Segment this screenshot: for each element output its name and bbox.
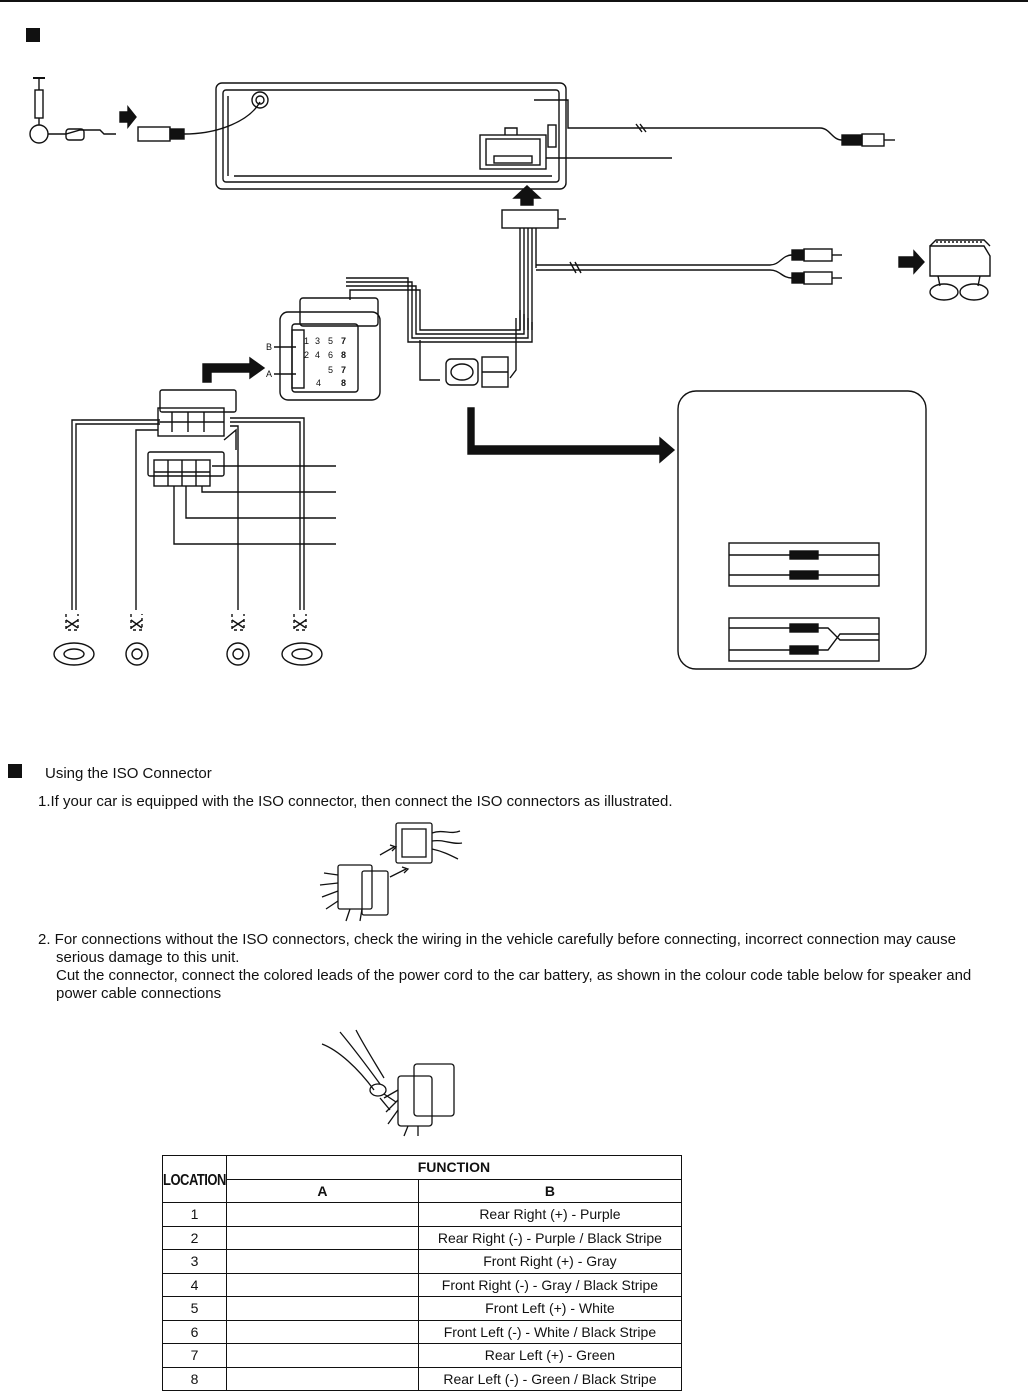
table-row: 3 Front Right (+) - Gray [162, 1249, 682, 1274]
location-cell: 6 [162, 1319, 227, 1344]
section-marker-square [8, 764, 22, 778]
antenna-icon [29, 77, 116, 144]
step-1-text: 1.If your car is equipped with the ISO c… [38, 793, 673, 810]
note-box [677, 390, 927, 670]
function-a-cell [225, 1225, 419, 1250]
harness-connector [501, 185, 566, 330]
iso-pin-1: 1 [304, 336, 309, 346]
table-row: 6 Front Left (-) - White / Black Stripe [162, 1319, 682, 1344]
table-row: 7 Rear Left (+) - Green [162, 1343, 682, 1368]
step-2-line-4: power cable connections [56, 985, 222, 1002]
speaker-icon [281, 614, 323, 666]
iso-pin-a5: 5 [328, 365, 333, 375]
speaker-icon [226, 614, 250, 666]
step-2-text: 2. For connections without the ISO conne… [38, 931, 1023, 1003]
step-2-line-1: 2. For connections without the ISO conne… [38, 931, 956, 948]
iso-pin-3: 3 [315, 336, 320, 346]
function-a-cell [225, 1296, 419, 1321]
iso-pin-6: 6 [328, 350, 333, 360]
function-header: FUNCTION [225, 1155, 682, 1180]
speaker-icon [125, 614, 149, 666]
function-b-cell: Front Left (+) - White [417, 1296, 682, 1321]
section-marker-square [26, 28, 40, 42]
iso-connect-illustration [319, 822, 463, 922]
top-rule [0, 0, 1028, 2]
location-cell: 3 [162, 1249, 227, 1274]
function-b-cell: Rear Left (-) - Green / Black Stripe [417, 1366, 682, 1391]
location-header: LOCATION [162, 1150, 227, 1208]
iso-pin-a4: 4 [316, 378, 321, 388]
iso-pin-2: 2 [304, 350, 309, 360]
arrow-to-note-icon [467, 407, 676, 464]
iso-pin-a7: 7 [341, 365, 346, 375]
location-cell: 2 [162, 1225, 227, 1250]
speaker-icon [53, 614, 95, 666]
iso-pin-7: 7 [341, 336, 346, 346]
function-a-cell [225, 1319, 419, 1344]
iso-label-b: B [266, 342, 272, 352]
column-b-header: B [417, 1178, 682, 1203]
cut-connector-illustration [321, 1029, 455, 1137]
rca-output-line [635, 123, 895, 147]
rca-pre-out-line [536, 248, 842, 285]
column-a-header: A [225, 1178, 419, 1203]
wiring-diagram: 1 3 5 7 2 4 6 8 5 7 4 8 B A [29, 77, 991, 670]
location-cell: 5 [162, 1296, 227, 1321]
amplifier-icon [929, 239, 991, 301]
iso-connector-plug: 1 3 5 7 2 4 6 8 5 7 4 8 B A [266, 297, 381, 401]
function-a-cell [225, 1272, 419, 1297]
location-cell: 7 [162, 1343, 227, 1368]
function-a-cell [225, 1249, 419, 1274]
function-a-cell [225, 1343, 419, 1368]
iso-pin-8: 8 [341, 350, 346, 360]
table-row: 4 Front Right (-) - Gray / Black Stripe [162, 1272, 682, 1297]
table-row: 5 Front Left (+) - White [162, 1296, 682, 1321]
function-b-cell: Rear Right (+) - Purple [417, 1202, 682, 1227]
table-row: 2 Rear Right (-) - Purple / Black Stripe [162, 1225, 682, 1250]
iso-pin-4: 4 [315, 350, 320, 360]
location-cell: 8 [162, 1366, 227, 1391]
table-row: 8 Rear Left (-) - Green / Black Stripe [162, 1366, 682, 1391]
step-2-line-2: serious damage to this unit. [56, 949, 240, 966]
function-b-cell: Front Left (-) - White / Black Stripe [417, 1319, 682, 1344]
function-b-cell: Front Right (+) - Gray [417, 1249, 682, 1274]
section-title: Using the ISO Connector [45, 765, 212, 782]
table-row: 1 Rear Right (+) - Purple [162, 1202, 682, 1227]
step-2-line-3: Cut the connector, connect the colored l… [56, 967, 972, 984]
location-cell: 4 [162, 1272, 227, 1297]
wiring-loom [346, 277, 533, 388]
power-wires [173, 465, 336, 545]
antenna-plug [137, 101, 261, 142]
arrow-right-icon [119, 105, 137, 129]
iso-pin-a8: 8 [341, 378, 346, 388]
function-table: LOCATION FUNCTION A B 1 Rear Right (+) -… [162, 1150, 682, 1391]
function-a-cell [225, 1202, 419, 1227]
function-b-cell: Rear Left (+) - Green [417, 1343, 682, 1368]
arrow-bent-right-icon [202, 356, 266, 383]
iso-label-a: A [266, 369, 272, 379]
function-b-cell: Front Right (-) - Gray / Black Stripe [417, 1272, 682, 1297]
arrow-right-icon [898, 249, 925, 275]
function-b-cell: Rear Right (-) - Purple / Black Stripe [417, 1225, 682, 1250]
speaker-wires [71, 417, 305, 610]
head-unit-rear [215, 82, 672, 190]
function-a-cell [225, 1366, 419, 1391]
iso-pin-5: 5 [328, 336, 333, 346]
vehicle-iso-connector [147, 389, 237, 487]
